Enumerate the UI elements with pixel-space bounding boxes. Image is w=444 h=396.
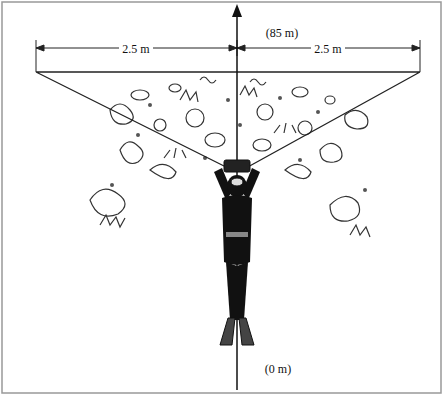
depth-label: (0 m) (262, 362, 294, 376)
dimension-label: 2.5 m (119, 42, 152, 56)
axis-arrowhead (232, 4, 242, 17)
view-triangle (36, 72, 420, 168)
dimension-label: 2.5 m (311, 42, 344, 56)
depth-label: (85 m) (263, 26, 301, 40)
dimension-line (36, 40, 420, 72)
diver-figure (214, 160, 260, 345)
frame (2, 2, 441, 393)
